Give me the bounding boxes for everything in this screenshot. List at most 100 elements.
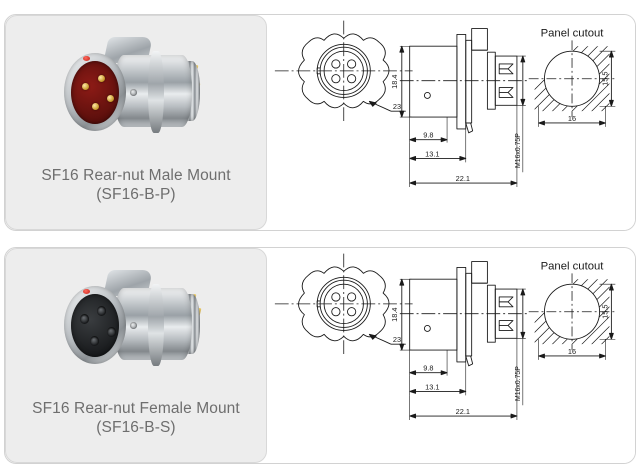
screw-icon (130, 89, 137, 96)
contact-socket-icon (97, 306, 106, 316)
panel-cutout-label: Panel cutout (541, 27, 605, 39)
dim-a: 9.8 (409, 350, 448, 376)
dim-b: 13.1 (409, 128, 467, 163)
flange-step (465, 39, 473, 124)
contact-socket-icon (80, 314, 89, 324)
contact-circle (331, 74, 341, 84)
dim-height: 18.4 (390, 278, 412, 351)
panel-cutout-view: Panel cutout (528, 27, 616, 127)
dim-thread: M16x0.75P (515, 288, 526, 406)
product-model: (SF16-B-S) (96, 419, 176, 436)
contact-socket-icon (90, 336, 99, 346)
svg-text:15.5: 15.5 (600, 72, 609, 86)
center-lines (274, 253, 413, 355)
flange-step (465, 272, 473, 357)
contact-pin-icon (107, 95, 114, 102)
svg-text:15.5: 15.5 (600, 305, 609, 319)
alignment-marker-icon (83, 56, 90, 61)
svg-text:16: 16 (568, 347, 576, 356)
dim-height: 18.4 (390, 45, 412, 118)
product-card[interactable]: SF16 Rear-nut Male Mount (SF16-B-P) (4, 14, 636, 231)
body-hole (423, 325, 431, 332)
cutout-circle (544, 283, 601, 340)
svg-text:13.1: 13.1 (425, 149, 439, 158)
svg-text:22.1: 22.1 (456, 407, 470, 416)
side-view: 18.4 M16x0.75P (390, 261, 530, 420)
thread-hatch (498, 63, 514, 75)
svg-text:9.8: 9.8 (423, 364, 433, 373)
svg-text:22.1: 22.1 (456, 174, 470, 183)
dim-b: 13.1 (409, 361, 467, 396)
connector-flange (148, 51, 164, 133)
contact-circle (331, 307, 341, 317)
contact-circle (331, 59, 341, 69)
contact-socket-icon (107, 327, 116, 337)
connector-insulator (71, 294, 119, 357)
dim-cutout-width: 16 (538, 106, 606, 127)
dim-cutout-height: 15.5 (599, 50, 616, 107)
product-title: SF16 Rear-nut Male Mount (41, 167, 231, 184)
screw-icon (130, 322, 137, 329)
dim-cutout-width: 16 (538, 339, 606, 360)
center-lines (274, 20, 413, 122)
product-model: (SF16-B-P) (96, 186, 176, 203)
front-view-callout: 23 (393, 335, 401, 344)
callout-arrow (368, 333, 377, 340)
contact-circle (347, 74, 357, 84)
body-hole (423, 92, 431, 99)
dim-overall: 22.1 (409, 338, 518, 420)
cutout-center-lines (528, 40, 616, 118)
dim-a: 9.8 (409, 117, 448, 143)
dim-overall: 22.1 (409, 105, 518, 187)
contact-circle (347, 59, 357, 69)
keyway-notch (316, 67, 321, 75)
keyway-notch (316, 300, 321, 308)
product-photo (6, 16, 266, 166)
svg-text:9.8: 9.8 (423, 131, 433, 140)
contact-circle (347, 307, 357, 317)
product-photo (6, 249, 266, 399)
panel-cutout-label: Panel cutout (541, 260, 605, 272)
knurled-outline (298, 266, 390, 342)
product-card[interactable]: SF16 Rear-nut Female Mount (SF16-B-S) (4, 247, 636, 464)
callout-arrow (368, 100, 377, 107)
contact-pin-icon (82, 83, 89, 90)
connector-photo-female (56, 264, 216, 384)
body-outline (409, 278, 458, 351)
front-view-callout: 23 (393, 102, 401, 111)
cutout-circle (544, 50, 601, 107)
rear-boss (471, 28, 488, 51)
body-outline (409, 45, 458, 118)
product-photo-panel[interactable]: SF16 Rear-nut Female Mount (SF16-B-S) (5, 248, 267, 463)
contact-circle (347, 292, 357, 302)
front-view: 23 (274, 20, 413, 122)
thread-hatch (498, 296, 514, 308)
technical-drawing-svg: 23 (274, 20, 616, 187)
thread-hatch (498, 87, 514, 98)
product-photo-panel[interactable]: SF16 Rear-nut Male Mount (SF16-B-P) (5, 15, 267, 230)
side-view: 18.4 M16x0.75P (390, 28, 530, 187)
product-caption: SF16 Rear-nut Male Mount (SF16-B-P) (35, 166, 236, 204)
dim-cutout-height: 15.5 (599, 283, 616, 340)
connector-insulator (71, 61, 119, 124)
connector-flange (148, 284, 164, 366)
contact-pin-icon (92, 103, 99, 110)
dim-thread: M16x0.75P (515, 55, 526, 173)
svg-text:18.4: 18.4 (390, 75, 399, 89)
thread-hatch (498, 320, 514, 331)
contact-pin-icon (98, 75, 105, 82)
flange-lug (465, 355, 474, 367)
knurled-outline (298, 33, 390, 109)
technical-drawing-svg: 23 (274, 253, 616, 420)
svg-text:M16x0.75P: M16x0.75P (515, 366, 522, 401)
flange-outline (456, 33, 467, 130)
svg-text:13.1: 13.1 (425, 382, 439, 391)
svg-text:18.4: 18.4 (390, 308, 399, 322)
svg-text:M16x0.75P: M16x0.75P (515, 133, 522, 168)
svg-text:16: 16 (568, 114, 576, 123)
panel-cutout-view: Panel cutout (528, 260, 616, 360)
technical-drawing-panel: 23 (267, 15, 635, 230)
technical-drawing-panel: 23 (267, 248, 635, 463)
connector-photo-male (56, 31, 216, 151)
